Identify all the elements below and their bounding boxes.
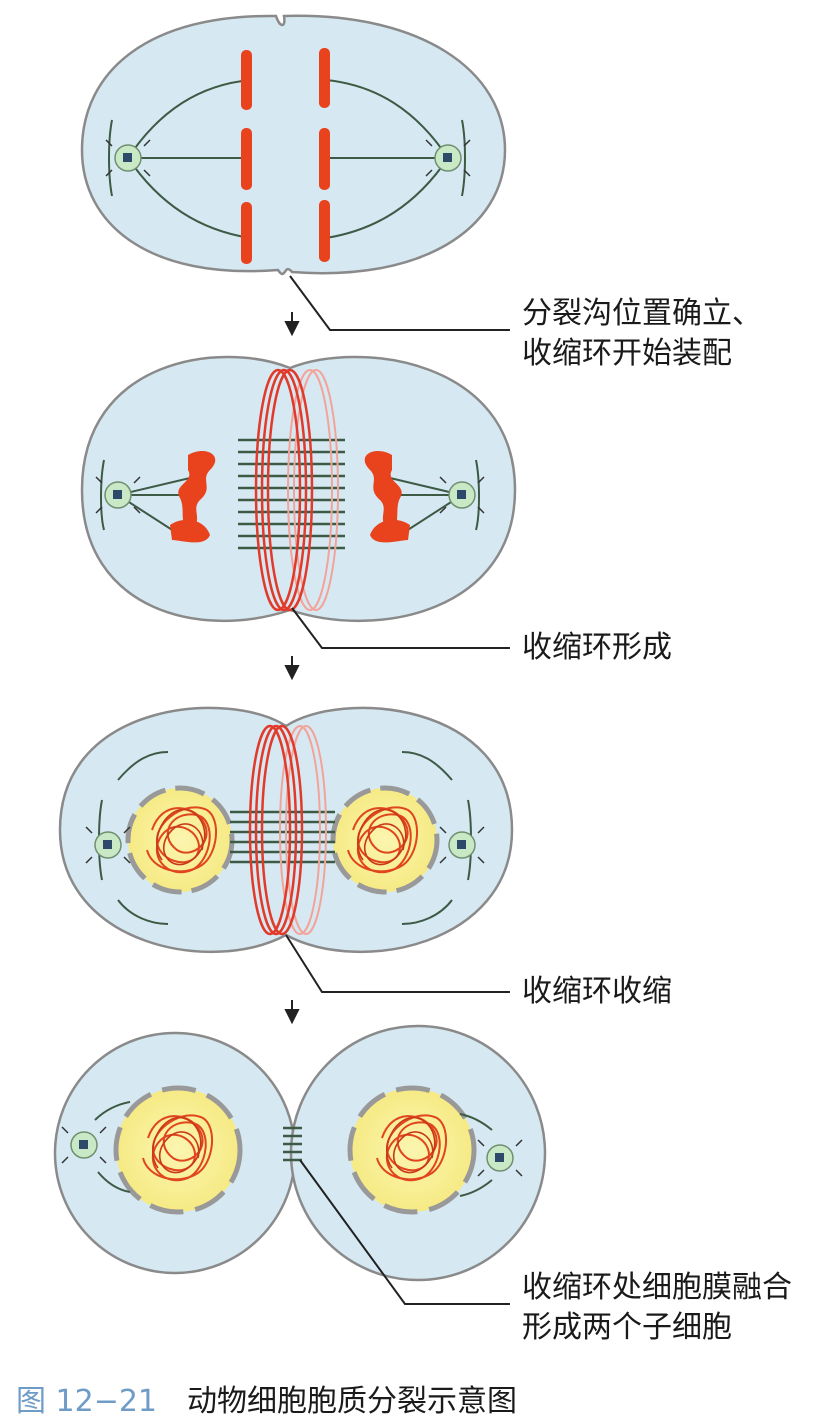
label-stage-4-line-2: 形成两个子细胞	[522, 1310, 732, 1345]
arrow-down-3-icon	[284, 1000, 300, 1025]
label-stage-4-line-1: 收缩环处细胞膜融合	[522, 1270, 792, 1305]
leader-line-1	[289, 275, 510, 331]
label-stage-1: 分裂沟位置确立、 收缩环开始装配	[522, 294, 762, 374]
leader-line-2	[291, 607, 510, 649]
leader-line-4	[299, 1159, 510, 1305]
nucleus-left	[113, 1085, 243, 1215]
chromatids-left	[170, 450, 216, 543]
cell-stage-3	[58, 706, 514, 954]
cell-stage-1	[80, 14, 507, 276]
chromosomes-right	[319, 48, 330, 262]
contractile-ring	[248, 724, 327, 936]
cell-stage-4	[53, 1024, 547, 1282]
nucleus-right	[330, 785, 440, 895]
arrow-down-2-icon	[284, 656, 300, 681]
label-stage-2: 收缩环形成	[522, 630, 672, 665]
contractile-ring	[254, 368, 339, 612]
label-stage-3: 收缩环收缩	[522, 974, 672, 1009]
figure-title: 动物细胞胞质分裂示意图	[187, 1384, 518, 1419]
spindle-midzone	[230, 810, 335, 864]
figure-number: 图 12−21	[16, 1384, 158, 1419]
midbody	[283, 1126, 302, 1162]
cell-stage-2	[80, 355, 517, 622]
label-stage-1-line-2: 收缩环开始装配	[522, 336, 732, 371]
leader-line-3	[285, 934, 510, 993]
arrow-down-1-icon	[284, 312, 300, 337]
spindle-fibers	[108, 79, 466, 239]
chromosomes-left	[241, 50, 252, 264]
label-stage-1-line-1: 分裂沟位置确立、	[522, 296, 762, 331]
figure-caption: 图 12−21 动物细胞胞质分裂示意图	[16, 1376, 517, 1420]
chromatids-right	[364, 450, 410, 543]
label-stage-4: 收缩环处细胞膜融合 形成两个子细胞	[522, 1268, 792, 1348]
nucleus-left	[125, 785, 235, 895]
nucleus-right	[347, 1085, 477, 1215]
